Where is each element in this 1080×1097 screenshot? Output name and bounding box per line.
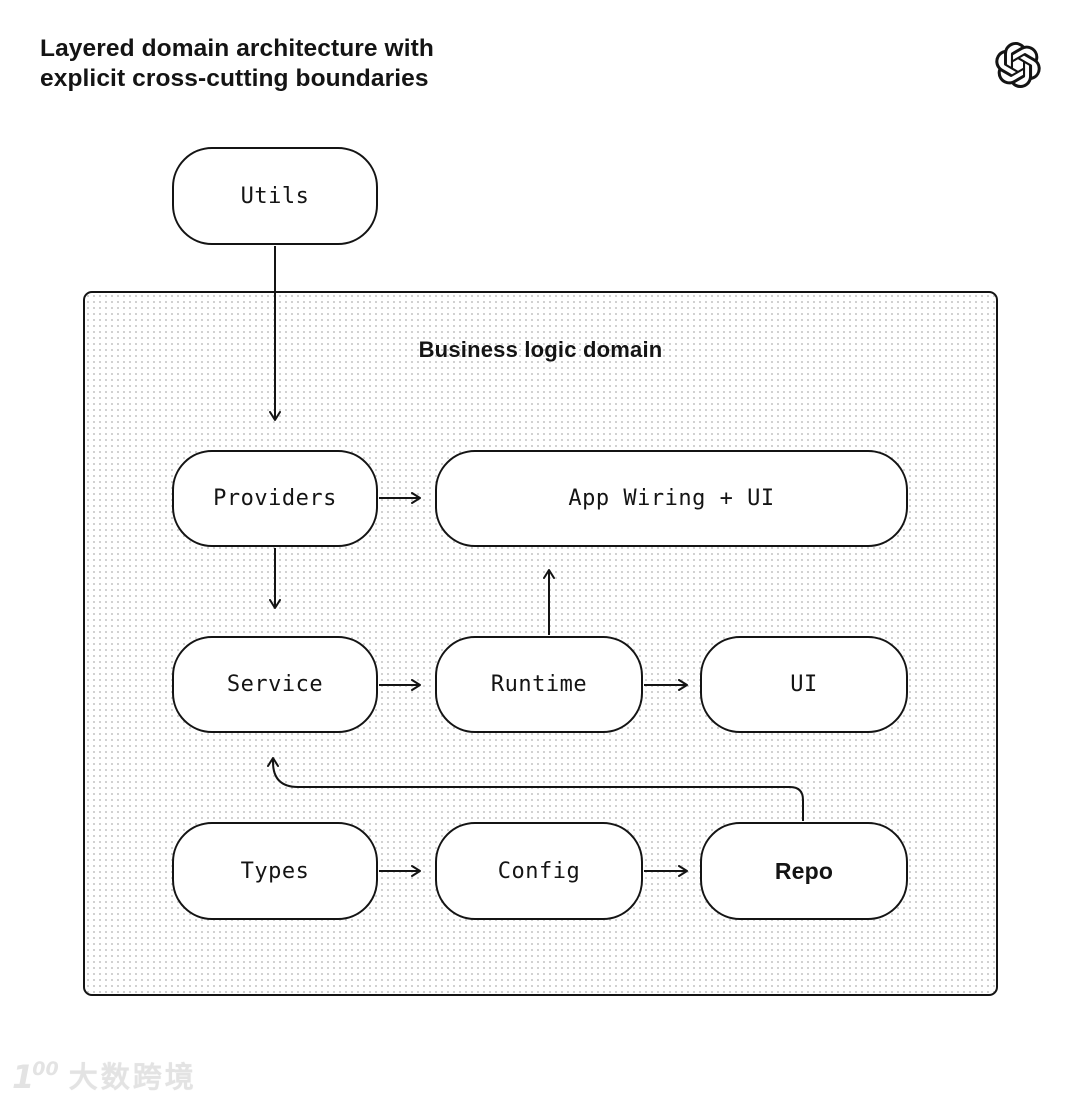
node-config-label: Config [497, 858, 581, 884]
node-runtime[interactable]: Runtime [435, 636, 643, 733]
node-providers[interactable]: Providers [172, 450, 378, 547]
node-repo-label: Repo [774, 857, 834, 884]
watermark-logo: 100 [12, 1058, 59, 1096]
node-repo[interactable]: Repo [700, 822, 908, 920]
node-types-label: Types [240, 858, 310, 884]
watermark: 100 大数跨境 [12, 1052, 197, 1094]
node-app-wiring-ui[interactable]: App Wiring + UI [435, 450, 908, 547]
node-utils[interactable]: Utils [172, 147, 378, 245]
watermark-text: 大数跨境 [68, 1060, 197, 1094]
node-providers-label: Providers [213, 486, 337, 511]
node-config[interactable]: Config [435, 822, 643, 920]
domain-label: Business logic domain [418, 337, 663, 362]
node-utils-label: Utils [240, 183, 310, 209]
openai-logo-icon [995, 42, 1041, 88]
node-service-label: Service [226, 672, 324, 697]
page-title: Layered domain architecture with explici… [40, 35, 434, 92]
node-types[interactable]: Types [172, 822, 378, 920]
node-service[interactable]: Service [172, 636, 378, 733]
node-runtime-label: Runtime [490, 672, 588, 697]
node-ui-label: UI [790, 672, 818, 697]
node-app-wiring-ui-label: App Wiring + UI [568, 486, 775, 511]
node-ui[interactable]: UI [700, 636, 908, 733]
